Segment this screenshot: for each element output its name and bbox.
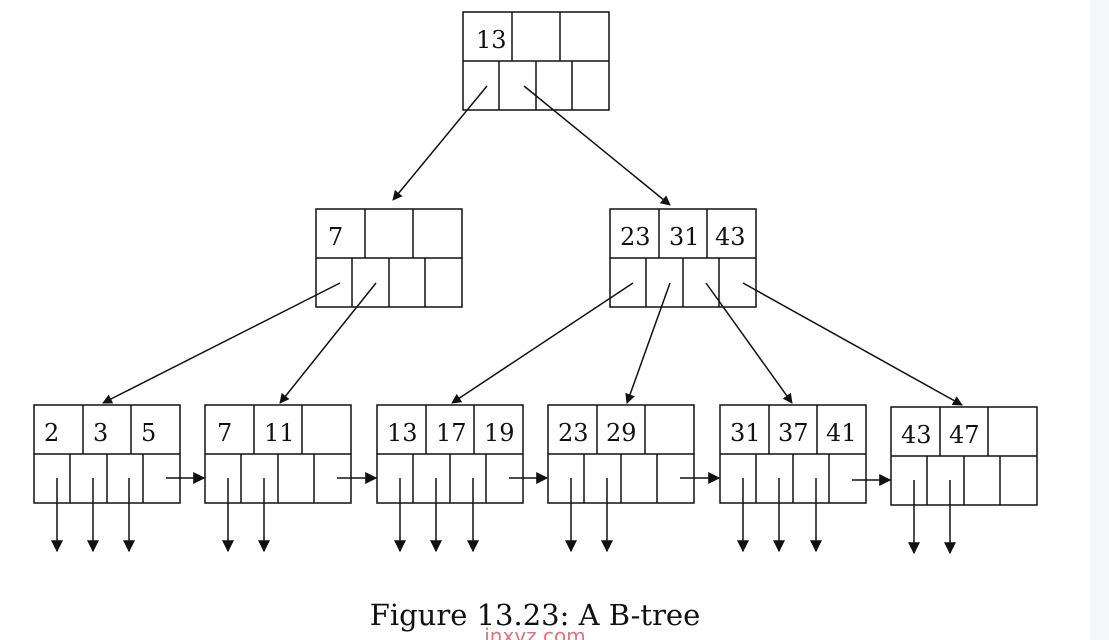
leaf-2-key-2: 11	[264, 419, 295, 447]
pointer-left-to-leaf-1	[102, 282, 341, 404]
leaf-3-key-2: 17	[436, 419, 467, 447]
leaf-node-5: 31 37 41	[719, 404, 867, 504]
page-edge-strip	[1090, 0, 1109, 640]
internal-node-right: 23 31 43	[609, 208, 757, 308]
pointer-right-to-leaf-4	[625, 282, 671, 404]
leaf-5-key-2: 37	[778, 419, 809, 447]
root-node: 13	[462, 11, 610, 111]
leaf-5-key-3: 41	[826, 419, 857, 447]
leaf-4-key-2: 29	[606, 419, 637, 447]
watermark: inxyz.com	[484, 626, 586, 640]
internal-node-left: 7	[315, 208, 463, 308]
root-key-1: 13	[476, 26, 507, 54]
pointer-right-to-leaf-3	[451, 282, 634, 404]
b-tree-diagram: 13 7 23 31 43 2 3	[33, 11, 1038, 555]
leaf-node-2: 7 11	[204, 404, 352, 504]
leaf-node-4: 23 29	[547, 404, 695, 504]
figure-caption: Figure 13.23: A B-tree	[369, 598, 701, 632]
leaf-node-3: 13 17 19	[376, 404, 524, 504]
internal-right-key-1: 23	[620, 223, 651, 251]
leaf-3-key-3: 19	[484, 419, 515, 447]
tree-pointers	[102, 85, 963, 406]
leaf-1-key-2: 3	[93, 419, 108, 447]
leaf-3-key-1: 13	[387, 419, 418, 447]
record-pointers	[51, 478, 956, 555]
pointer-right-to-leaf-6	[742, 282, 963, 406]
leaf-1-key-3: 5	[141, 419, 156, 447]
leaf-node-1: 2 3 5	[33, 404, 181, 504]
leaf-2-key-1: 7	[217, 419, 232, 447]
leaf-5-key-1: 31	[730, 419, 761, 447]
leaf-node-6: 43 47	[890, 406, 1038, 506]
leaf-6-key-2: 47	[949, 421, 980, 449]
pointer-left-to-leaf-2	[279, 282, 377, 404]
pointer-root-to-right	[523, 85, 671, 206]
sibling-pointers	[166, 472, 892, 486]
internal-right-key-3: 43	[715, 223, 746, 251]
internal-left-key-1: 7	[328, 223, 343, 251]
leaf-1-key-1: 2	[44, 419, 59, 447]
pointer-right-to-leaf-5	[705, 282, 793, 404]
internal-right-key-2: 31	[669, 223, 700, 251]
leaf-6-key-1: 43	[901, 421, 932, 449]
leaf-4-key-1: 23	[558, 419, 589, 447]
pointer-root-to-left	[392, 85, 488, 201]
